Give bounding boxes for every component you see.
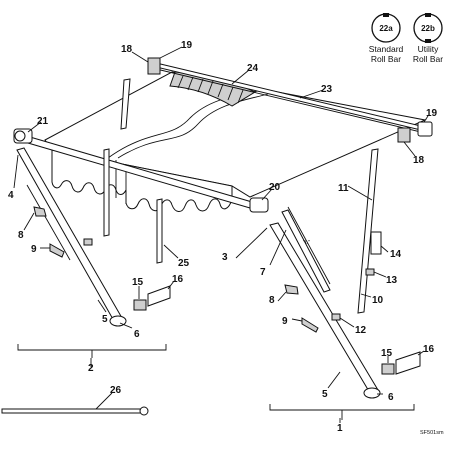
callout-19-left: 19	[181, 40, 193, 51]
callout-8-left: 8	[18, 230, 24, 241]
group-bracket-1	[269, 404, 415, 420]
right-slide-bracket	[370, 231, 382, 255]
rear-left-post	[120, 78, 131, 130]
roll-bar-legend: 22a Standard Roll Bar 22b Utility Roll B…	[369, 13, 443, 64]
callout-19-right: 19	[426, 108, 438, 119]
callout-5-left: 5	[102, 314, 108, 325]
standard-roll-bar-legend: 22a Standard Roll Bar	[369, 13, 404, 64]
left-mount-bracket-16	[147, 285, 171, 307]
utility-roll-bar-label-2: Roll Bar	[413, 54, 443, 64]
callout-6-left: 6	[134, 329, 140, 340]
leader-lines	[13, 46, 429, 423]
callout-12: 12	[355, 325, 367, 336]
length-indicator: "L"	[303, 240, 310, 246]
left-support-leg	[103, 148, 110, 237]
callout-24: 24	[247, 63, 259, 74]
callout-15-left: 15	[132, 277, 144, 288]
callout-2: 2	[88, 363, 94, 374]
left-lift-handle	[49, 243, 65, 258]
callout-14: 14	[390, 249, 402, 260]
callout-4: 4	[8, 190, 14, 201]
rear-right-end	[417, 121, 433, 137]
callout-10: 10	[372, 295, 384, 306]
callout-25: 25	[178, 258, 190, 269]
callout-23: 23	[321, 84, 333, 95]
center-support-leg	[156, 198, 163, 264]
utility-roll-bar-legend: 22b Utility Roll Bar	[413, 13, 443, 64]
right-bottom-bracket	[363, 387, 381, 399]
right-lift-handle	[301, 317, 319, 333]
right-end-cap	[249, 197, 269, 213]
callout-3: 3	[222, 252, 228, 263]
callout-11: 11	[338, 183, 349, 194]
left-arm-knob	[33, 206, 47, 217]
right-arm-assembly: "L"	[249, 121, 433, 399]
awning-valance	[51, 149, 233, 212]
right-small-bracket	[365, 268, 375, 276]
callout-labels: 1 2 3 4 5 5 6 6 7 8 8 9 9 10 11 12 13 14…	[8, 40, 438, 434]
callout-21: 21	[37, 116, 49, 127]
callout-1: 1	[337, 423, 343, 434]
group-bracket-2	[17, 344, 167, 358]
callout-9-left: 9	[31, 244, 37, 255]
figure-code: SF501sm	[420, 430, 444, 436]
standard-roll-bar-label-2: Roll Bar	[371, 54, 401, 64]
callout-18-left: 18	[121, 44, 133, 55]
callout-6-right: 6	[388, 392, 394, 403]
rear-left-bracket	[147, 57, 161, 75]
right-mount-bracket-16	[395, 351, 421, 375]
utility-roll-bar-code: 22b	[421, 24, 435, 33]
left-mount-bracket-15	[133, 299, 147, 311]
callout-16-left: 16	[172, 274, 184, 285]
right-arm-clip	[331, 313, 341, 321]
right-mount-bracket-15	[381, 363, 395, 375]
callout-8-right: 8	[269, 295, 275, 306]
callout-18-right: 18	[413, 155, 425, 166]
rear-right-bracket	[397, 127, 411, 143]
callout-16-right: 16	[423, 344, 435, 355]
callout-20: 20	[269, 182, 281, 193]
awning-canopy	[27, 61, 427, 212]
right-arm-knob	[284, 284, 299, 295]
left-arm-assembly	[13, 128, 171, 327]
standard-roll-bar-label-1: Standard	[369, 44, 404, 54]
callout-9-right: 9	[282, 316, 288, 327]
callout-7: 7	[260, 267, 266, 278]
utility-roll-bar-label-1: Utility	[418, 44, 440, 54]
callout-13: 13	[386, 275, 398, 286]
callout-15-right: 15	[381, 348, 393, 359]
standard-roll-bar-code: 22a	[379, 24, 393, 33]
roll-bar-rod	[1, 406, 149, 416]
right-rear-post	[357, 148, 379, 314]
right-rafter-arm	[281, 209, 331, 293]
callout-26: 26	[110, 385, 122, 396]
callout-5-right: 5	[322, 389, 328, 400]
